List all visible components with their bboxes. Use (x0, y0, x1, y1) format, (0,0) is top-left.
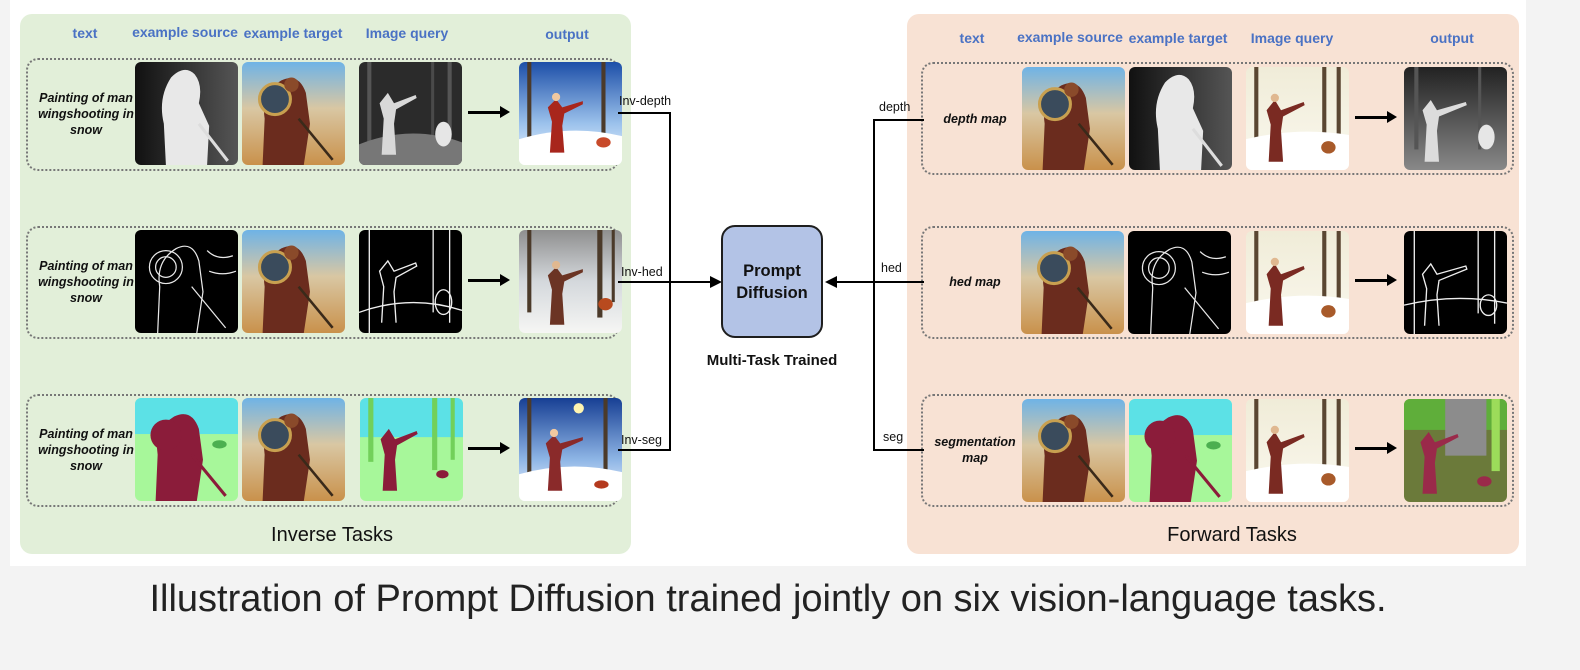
hunter-depth-query-image (359, 62, 462, 165)
depth-map-image (1129, 67, 1232, 170)
row-arrow (468, 274, 510, 286)
hunter-painting-query-image (1246, 399, 1349, 502)
forward-header-text: text (959, 30, 985, 46)
output-snow-hunter-image (519, 230, 622, 333)
forward-header-example-source: example source (1017, 29, 1123, 45)
hunter-seg-query-image (360, 398, 463, 501)
warrior-painting-image (242, 230, 345, 333)
hunter-hed-query-image (359, 230, 462, 333)
warrior-painting-image (242, 398, 345, 501)
forward-hed-connector-label: hed (881, 261, 902, 275)
inverse-hed-connector-label: Inv-hed (621, 265, 663, 279)
inverse-header-text: text (72, 25, 98, 41)
forward-row-text: depth map (943, 112, 1007, 126)
warrior-painting-image (1022, 67, 1125, 170)
inverse-header-example-target: example target (243, 25, 343, 41)
forward-tasks-title: Forward Tasks (1167, 524, 1297, 546)
row-arrow (1355, 442, 1397, 454)
forward-tasks-panel: text example source example target Image… (907, 14, 1519, 554)
forward-header-image-query: Image query (1250, 30, 1334, 46)
inverse-row-text: Painting of man wingshooting in snow (38, 91, 134, 137)
inverse-row-text: Painting of man wingshooting in snow (38, 259, 134, 305)
forward-depth-connector-label: depth (879, 100, 911, 114)
warrior-painting-image (1021, 231, 1124, 334)
segmentation-map-image (1129, 399, 1232, 502)
warrior-painting-image (1022, 399, 1125, 502)
output-snow-hunter-image (519, 62, 622, 165)
forward-header-output: output (1430, 30, 1474, 46)
model-name-line-1: Prompt (743, 261, 801, 280)
output-depth-map-image (1404, 67, 1507, 170)
prompt-diffusion-model-box: Prompt Diffusion (721, 225, 823, 338)
inverse-header-image-query: Image query (365, 25, 449, 41)
segmentation-map-image (135, 398, 238, 501)
forward-seg-connector-label: seg (883, 430, 904, 444)
inverse-depth-connector-label: Inv-depth (619, 94, 672, 108)
row-arrow (1355, 111, 1397, 123)
inverse-header-example-source: example source (132, 24, 238, 40)
forward-row-text: segmentation map (934, 435, 1016, 465)
row-arrow (1355, 274, 1397, 286)
inverse-tasks-title: Inverse Tasks (271, 524, 393, 546)
forward-row-text: hed map (949, 275, 1001, 289)
forward-header-example-target: example target (1128, 30, 1228, 46)
inverse-row-text: Painting of man wingshooting in snow (38, 427, 134, 473)
output-segmentation-map-image (1404, 399, 1507, 502)
multi-task-trained-label: Multi-Task Trained (706, 352, 838, 369)
row-arrow (468, 442, 510, 454)
output-hed-map-image (1404, 231, 1507, 334)
hed-map-image (1128, 231, 1231, 334)
depth-map-image (135, 62, 238, 165)
inverse-header-output: output (545, 26, 589, 42)
model-name-line-2: Diffusion (736, 283, 808, 302)
figure-caption: Illustration of Prompt Diffusion trained… (149, 578, 1387, 620)
hunter-painting-query-image (1246, 67, 1349, 170)
hed-map-image (135, 230, 238, 333)
forward-row-depth (921, 62, 1514, 175)
hunter-painting-query-image (1246, 231, 1349, 334)
connector-lines (618, 112, 924, 451)
inverse-seg-connector-label: Inv-seg (621, 433, 662, 447)
output-snow-hunter-image (519, 398, 622, 501)
warrior-painting-image (242, 62, 345, 165)
figure: text example source example target Image… (10, 0, 1526, 566)
row-arrow (468, 106, 510, 118)
inverse-tasks-panel: text example source example target Image… (20, 14, 631, 554)
